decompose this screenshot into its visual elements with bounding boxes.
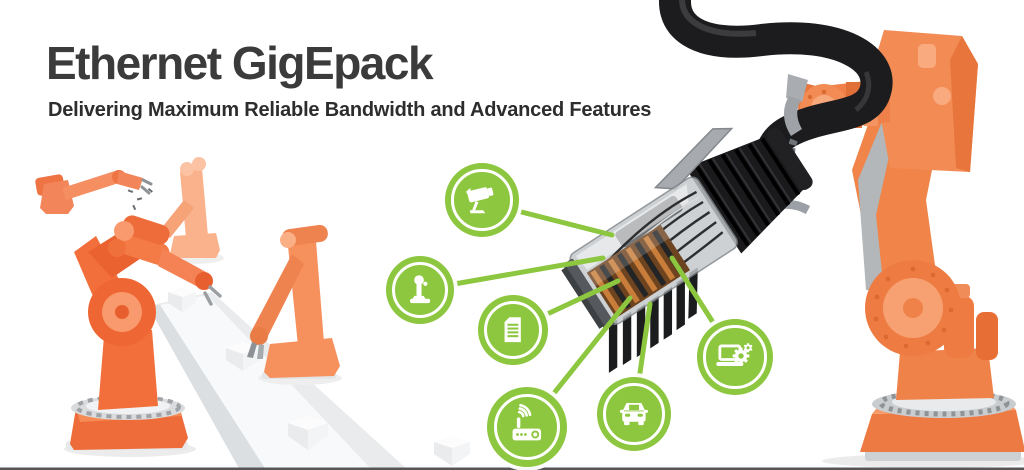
- ethernet-cable: [659, 0, 893, 188]
- wifi-router-icon: [487, 387, 567, 467]
- bottom-border: [0, 467, 1024, 470]
- robot-back-middle: [154, 157, 224, 264]
- document-icon: [478, 295, 548, 365]
- joystick-icon: [386, 256, 454, 324]
- boxes: [168, 287, 470, 466]
- banner-subtitle: Delivering Maximum Reliable Bandwidth an…: [48, 99, 652, 121]
- robot-back-left: [35, 170, 153, 214]
- robot-front: [64, 215, 222, 457]
- car-icon: [597, 377, 671, 451]
- banner-title: Ethernet GigEpack: [46, 37, 434, 89]
- industrial-robot-arm: [796, 30, 1024, 468]
- cctv-camera-icon: [445, 163, 519, 237]
- assembly-line-robots: [35, 157, 470, 470]
- robot-back-right: [247, 224, 342, 385]
- laptop-gear-icon: [697, 319, 773, 395]
- ethernet-connector: [561, 127, 813, 373]
